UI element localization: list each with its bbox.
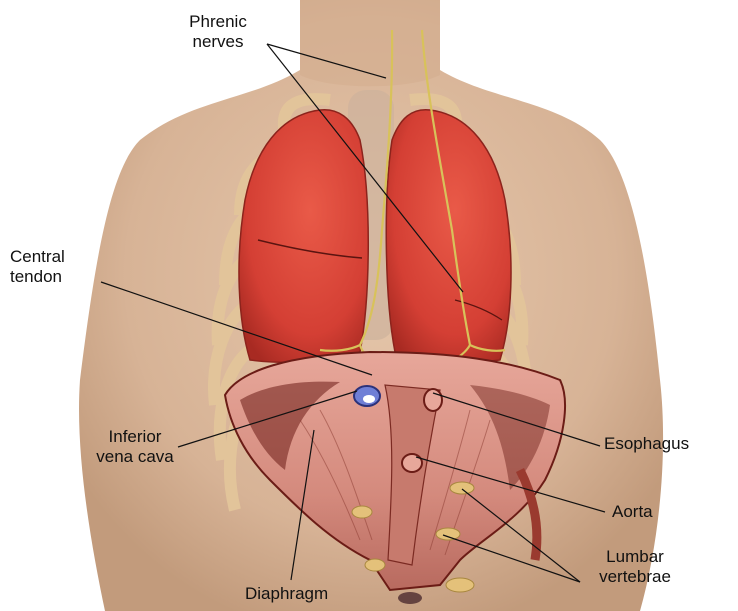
spinal-canal	[398, 592, 422, 604]
esophagus-opening	[424, 389, 442, 411]
label-esophagus-text: Esophagus	[604, 434, 689, 454]
label-diaphragm: Diaphragm	[245, 584, 328, 604]
label-ivc-line2: vena cava	[90, 447, 180, 467]
label-central-line1: Central	[10, 247, 65, 267]
label-central-tendon: Central tendon	[10, 247, 65, 287]
label-inferior-vena-cava: Inferior vena cava	[90, 427, 180, 467]
label-esophagus: Esophagus	[604, 434, 689, 454]
label-central-line2: tendon	[10, 267, 65, 287]
label-phrenic-line2: nerves	[178, 32, 258, 52]
label-lumbar-vertebrae: Lumbar vertebrae	[595, 547, 675, 587]
label-ivc-line1: Inferior	[90, 427, 180, 447]
vena-cava-lumen	[363, 395, 375, 403]
label-lumbar-line1: Lumbar	[595, 547, 675, 567]
label-phrenic-nerves: Phrenic nerves	[178, 12, 258, 52]
aorta-opening	[402, 454, 422, 472]
label-phrenic-line1: Phrenic	[178, 12, 258, 32]
label-lumbar-line2: vertebrae	[595, 567, 675, 587]
label-diaphragm-text: Diaphragm	[245, 584, 328, 604]
label-aorta: Aorta	[612, 502, 653, 522]
label-aorta-text: Aorta	[612, 502, 653, 522]
